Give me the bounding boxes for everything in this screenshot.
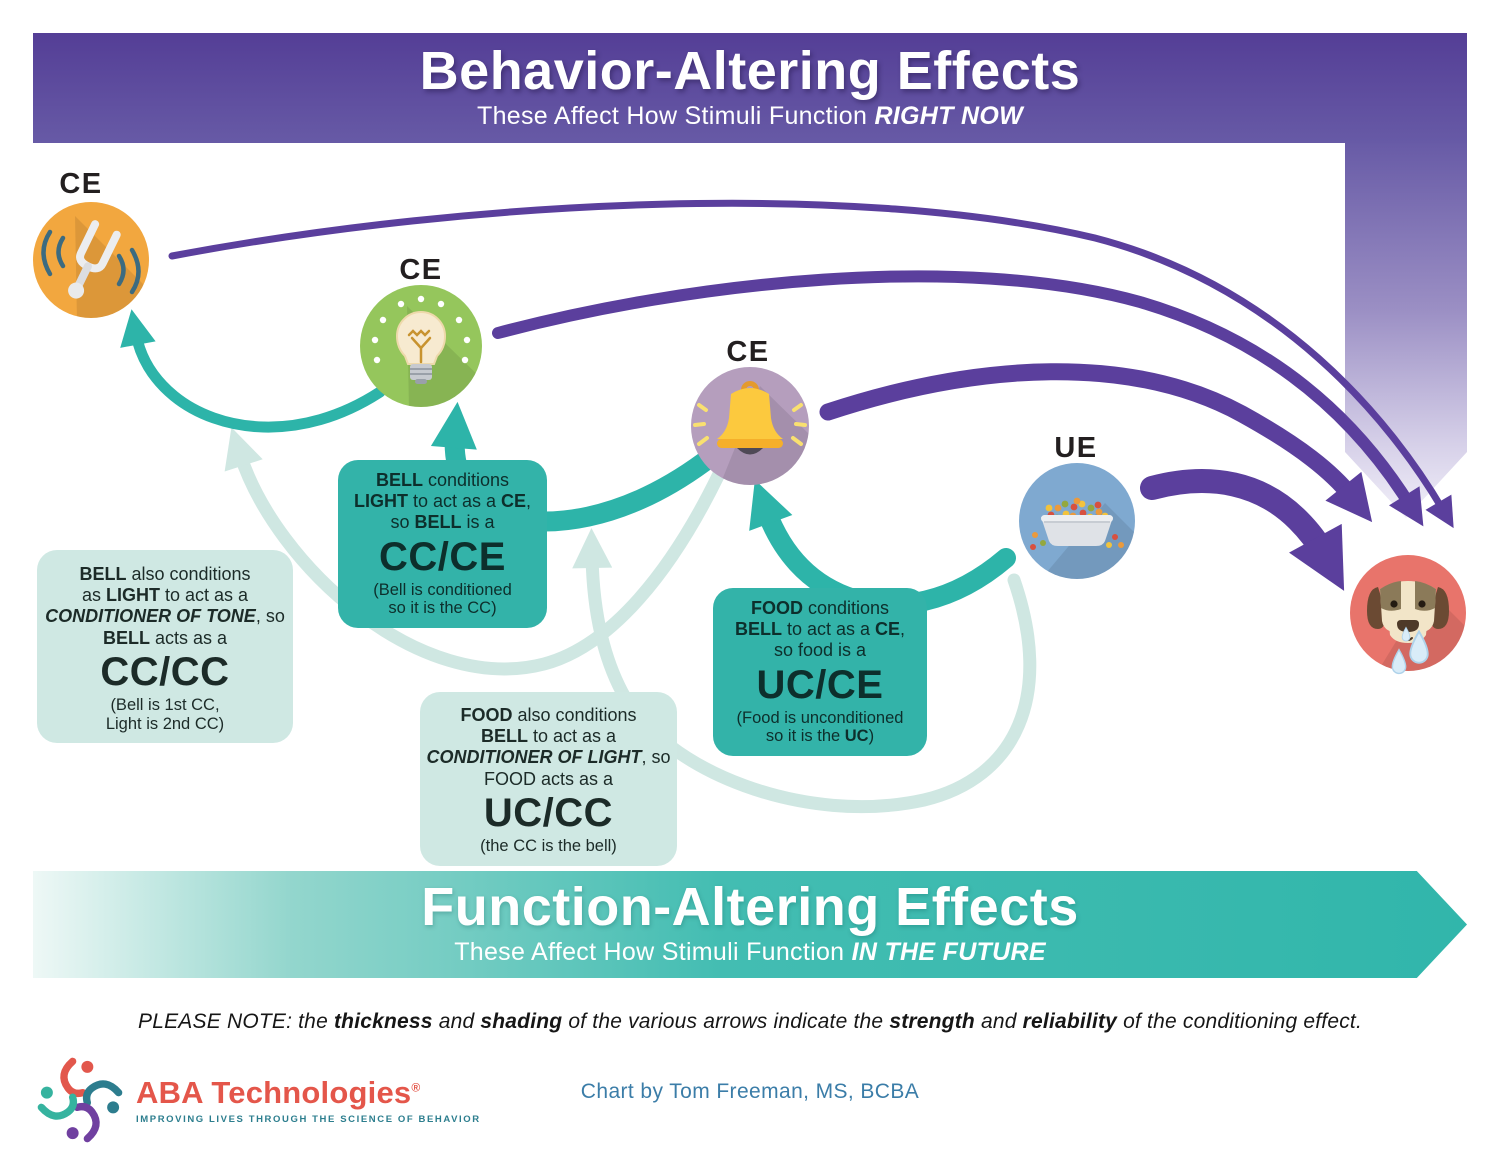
tuning-fork-icon [33,202,149,318]
arrow-food-to-dog [1140,469,1345,591]
function-altering-title: Function-Altering Effects [421,877,1079,937]
box-cc-cc-big: CC/CC [100,649,230,694]
dog-icon [1350,555,1466,675]
aba-technologies-logo: ABA Technologies® IMPROVING LIVES THROUG… [34,1054,481,1146]
chart-credit: Chart by Tom Freeman, MS, BCBA [580,1080,920,1103]
box-cc-cc-note: (Bell is 1st CC,Light is 2nd CC) [105,695,225,733]
box-uc-ce-big: UC/CE [756,662,884,707]
light-bulb-icon [360,285,482,407]
label-bell: CE [726,336,770,368]
label-food-bowl: UE [1054,432,1098,464]
arrow-light-to-tone [120,309,386,433]
aba-logo-tagline: IMPROVING LIVES THROUGH THE SCIENCE OF B… [136,1114,481,1125]
function-altering-banner: Function-Altering Effects These Affect H… [33,871,1467,978]
footnote: PLEASE NOTE: the thickness and shading o… [138,1010,1362,1033]
box-cc-ce-big: CC/CE [379,534,506,579]
label-light-bulb: CE [399,254,443,286]
box-uc-cc-big: UC/CC [483,790,614,835]
arrow-food-to-light-pale [572,528,1037,813]
arrow-tone-to-dog [168,199,1454,529]
behavior-altering-subtitle: These Affect How Stimuli Function RIGHT … [477,101,1023,130]
purple-ribbon [1345,138,1467,518]
arrow-bell-to-dog [819,363,1373,523]
label-tuning-fork: CE [59,168,103,200]
food-bowl-icon [1019,463,1135,579]
behavior-altering-title: Behavior-Altering Effects [419,41,1081,101]
arrow-light-to-dog [492,270,1424,527]
bell-icon [691,367,809,485]
drool-drops [1391,626,1429,675]
aba-logo-text: ABA Technologies® IMPROVING LIVES THROUG… [136,1075,481,1125]
arrow-bell-to-tone-pale [224,427,725,676]
aba-logo-title: ABA Technologies® [136,1075,421,1110]
box-uc-cc-note: (the CC is the bell) [480,836,617,855]
function-altering-subtitle: These Affect How Stimuli Function IN THE… [454,937,1046,966]
behavior-altering-banner: Behavior-Altering Effects These Affect H… [33,33,1467,143]
aba-logo-mark-icon [37,1057,123,1143]
